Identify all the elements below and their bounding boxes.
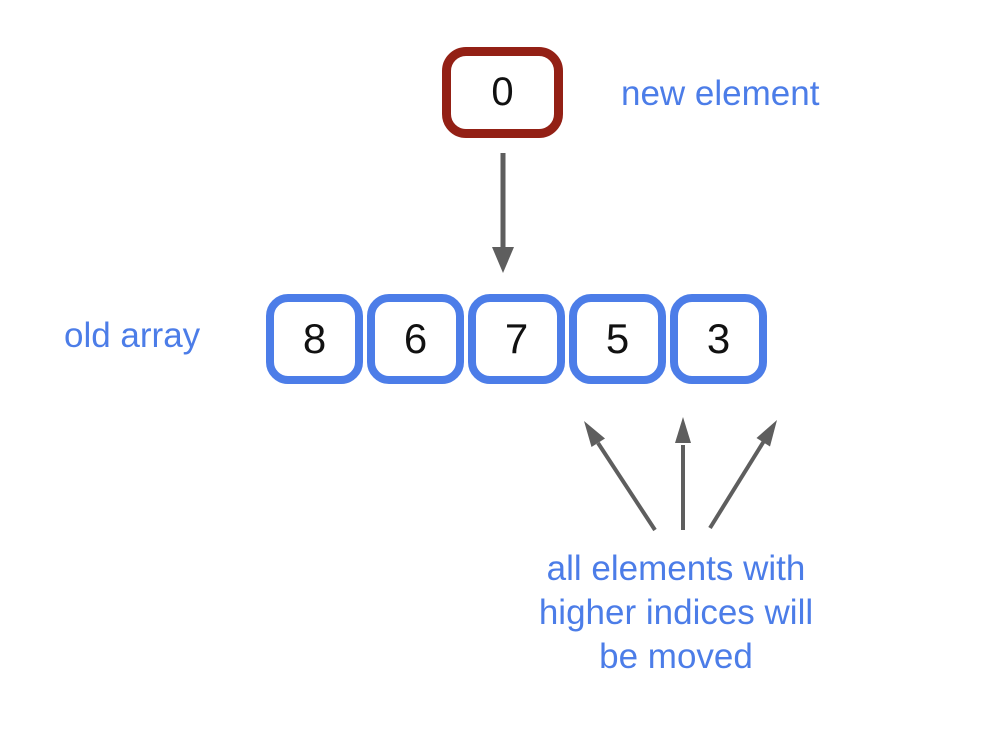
annotation-line: all elements with [546,549,806,588]
shift-arrow-right-icon [708,420,777,530]
new-element-box: 0 [442,47,563,138]
new-element-label: new element [621,74,820,113]
insert-down-arrow-icon [492,153,514,273]
array-cell: 6 [367,294,464,384]
old-array-row: 8 6 7 5 3 [266,294,767,384]
array-cell: 7 [468,294,565,384]
array-cell: 3 [670,294,767,384]
array-cell: 8 [266,294,363,384]
old-array-label: old array [64,316,201,355]
array-cell: 5 [569,294,666,384]
new-element-value: 0 [491,70,514,114]
annotation-line: be moved [599,637,753,676]
shift-arrow-middle-icon [675,417,691,530]
shift-arrow-left-icon [584,421,657,532]
annotation-line: higher indices will [538,593,814,632]
shift-annotation: all elements with higher indices will be… [426,547,926,679]
